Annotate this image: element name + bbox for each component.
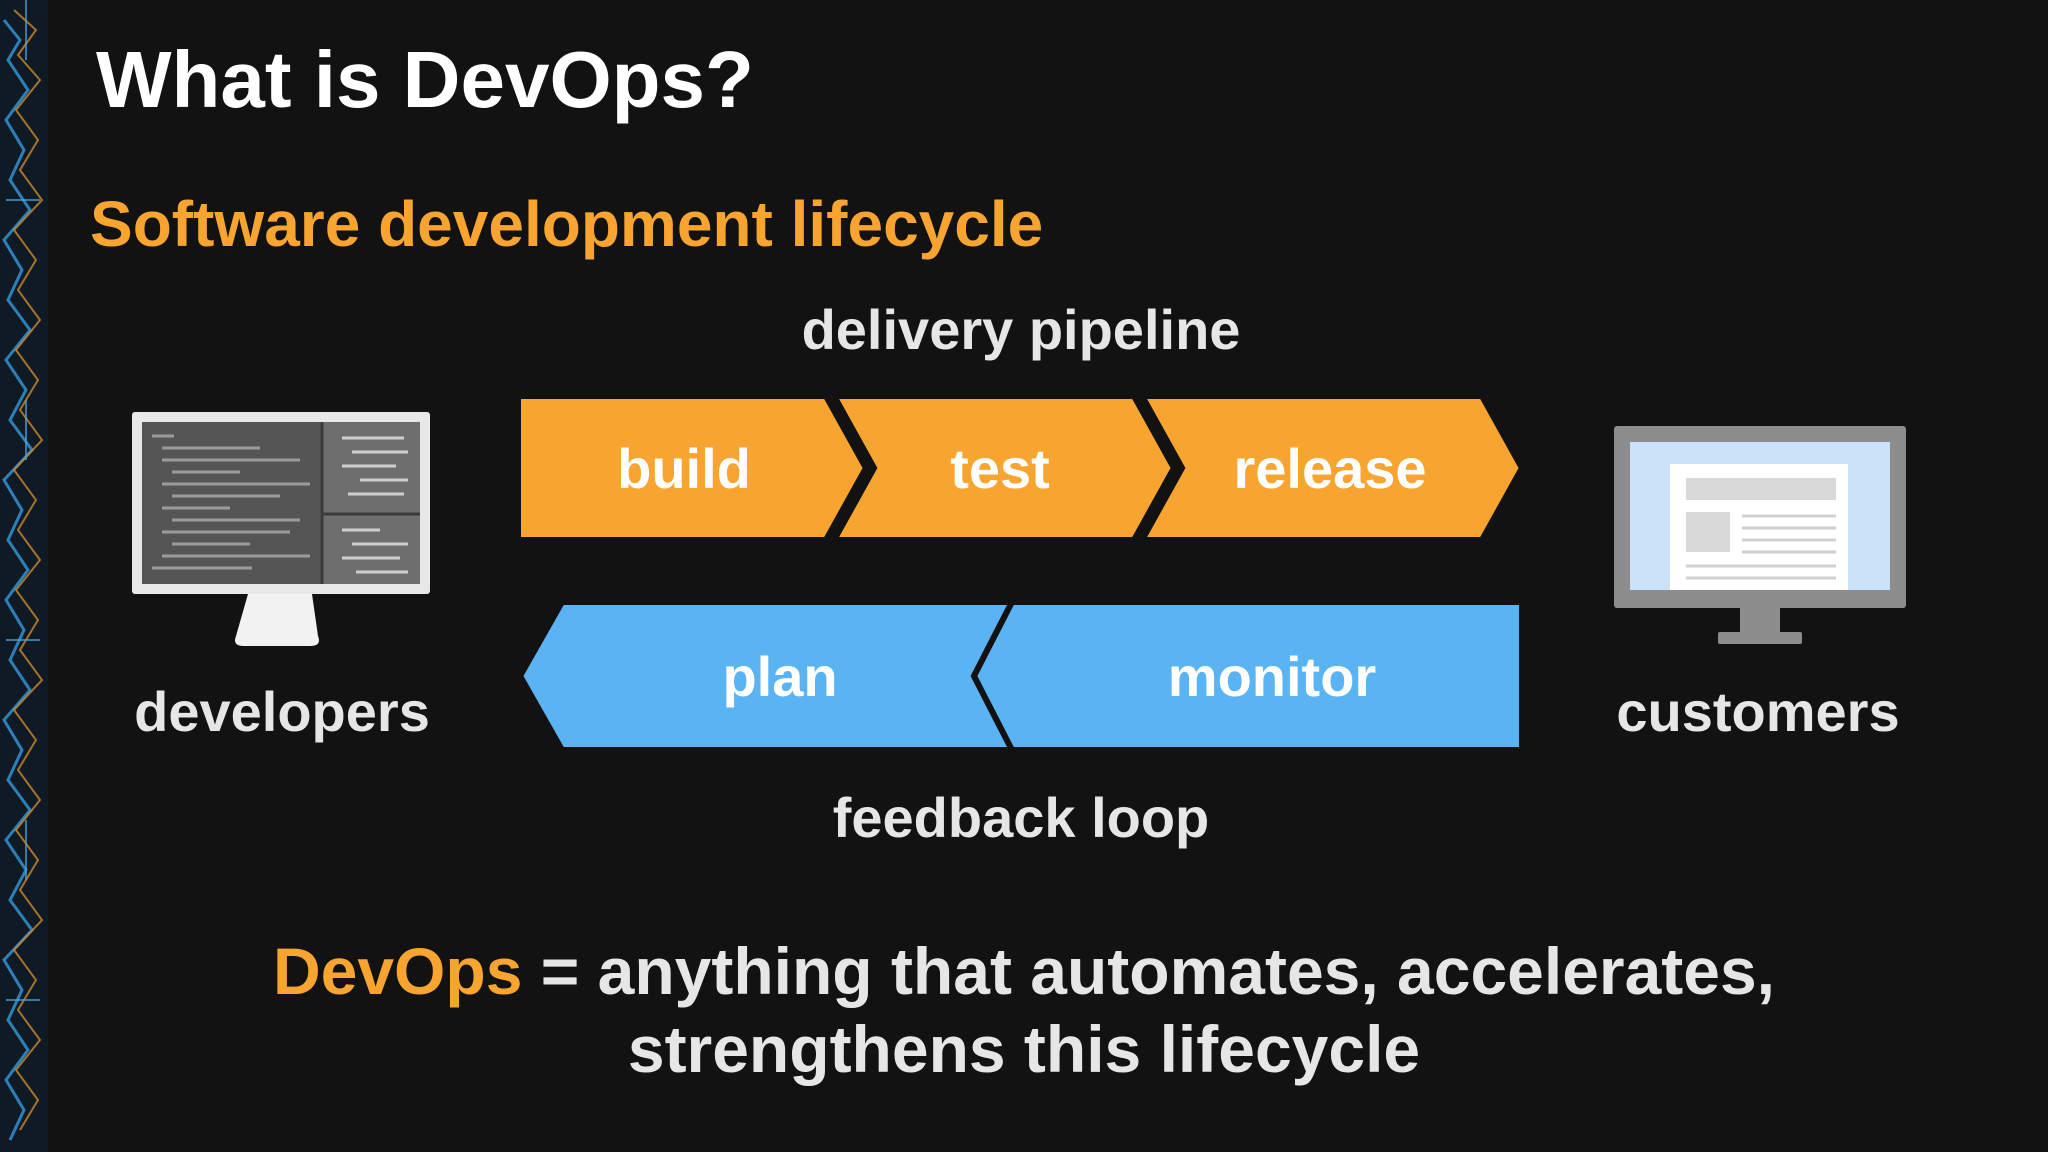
monitor-stage bbox=[970, 599, 1525, 753]
summary-line-1: DevOps = anything that automates, accele… bbox=[0, 938, 2048, 1004]
summary-line-2: strengthens this lifecycle bbox=[627, 1012, 1421, 1086]
summary-line-1-rest: = anything that automates, accelerates, bbox=[522, 934, 1776, 1008]
test-label: test bbox=[950, 437, 1050, 500]
pipeline-label: delivery pipeline bbox=[801, 298, 1241, 361]
developers-label: developers bbox=[134, 680, 430, 743]
decorative-circuit-strip bbox=[0, 0, 48, 1152]
web-monitor-icon bbox=[1614, 426, 1906, 644]
slide-subtitle: Software development lifecycle bbox=[90, 188, 1044, 260]
slide-title: What is DevOps? bbox=[96, 35, 754, 124]
release-label: release bbox=[1233, 437, 1426, 500]
monitor-label: monitor bbox=[1168, 645, 1376, 708]
devops-keyword: DevOps bbox=[272, 934, 523, 1008]
build-stage bbox=[515, 393, 870, 543]
release-stage bbox=[1136, 393, 1526, 543]
delivery-pipeline: build test release bbox=[515, 393, 1526, 543]
feedback-label: feedback loop bbox=[832, 786, 1210, 849]
customers-label: customers bbox=[1616, 680, 1900, 743]
code-monitor-icon bbox=[132, 412, 430, 646]
plan-label: plan bbox=[722, 645, 837, 708]
build-label: build bbox=[617, 437, 751, 500]
feedback-loop: plan monitor bbox=[516, 599, 1525, 753]
test-stage bbox=[828, 393, 1178, 543]
